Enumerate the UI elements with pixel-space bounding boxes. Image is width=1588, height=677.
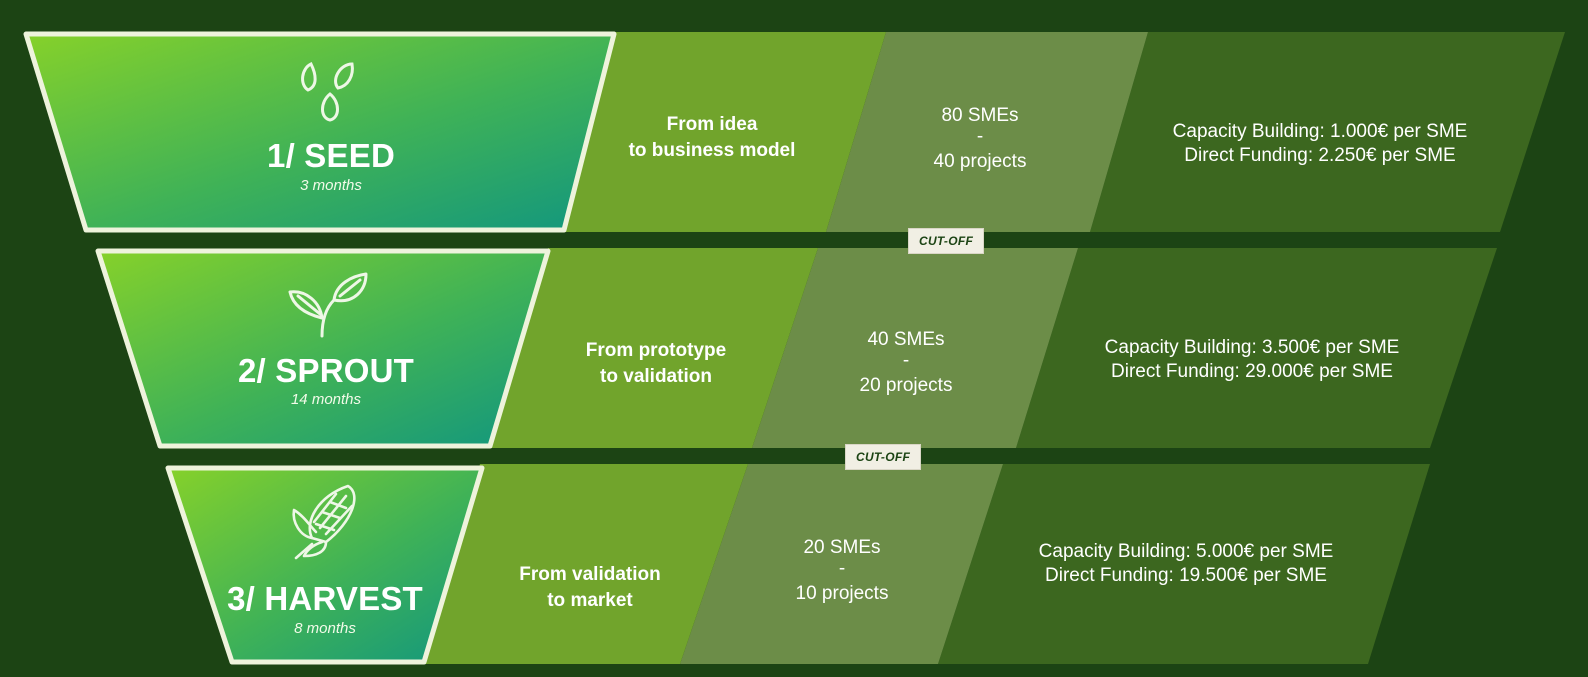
cutoff-label: CUT-OFF	[845, 444, 922, 470]
sme-count: 40 SMEs	[867, 329, 945, 350]
direct-funding: Direct Funding: 19.500€ per SME	[1045, 565, 1327, 586]
stage-funding: Capacity Building: 3.500€ per SME Direct…	[1052, 336, 1452, 384]
cutoff-label: CUT-OFF	[908, 228, 985, 254]
stage-title: 1/ SEED	[267, 137, 395, 174]
seed-funding-band	[1090, 32, 1565, 232]
stage-funding: Capacity Building: 1.000€ per SME Direct…	[1120, 120, 1520, 168]
harvest-counts-band	[680, 464, 1003, 664]
capacity-building: Capacity Building: 3.500€ per SME	[1104, 337, 1400, 358]
stage-description: From validation to market	[490, 562, 690, 614]
sprout-funding-band	[1016, 248, 1497, 448]
description-line-2: to market	[547, 590, 633, 611]
corn-icon	[292, 484, 356, 560]
harvest-funnel-segment	[165, 465, 485, 665]
direct-funding: Direct Funding: 2.250€ per SME	[1184, 145, 1456, 166]
stage-title: 2/ SPROUT	[237, 352, 414, 389]
count-separator: -	[976, 126, 984, 147]
seeds-icon	[301, 62, 354, 122]
description-line-2: to business model	[628, 140, 796, 161]
seed-description-band	[560, 32, 886, 232]
project-count: 40 projects	[933, 151, 1027, 172]
sprout-icon	[288, 272, 368, 338]
harvest-description-band	[418, 464, 748, 664]
stage-duration: 3 months	[300, 177, 362, 194]
stage-counts: 80 SMEs - 40 projects	[900, 104, 1060, 174]
seed-funnel-segment	[23, 31, 617, 233]
direct-funding: Direct Funding: 29.000€ per SME	[1111, 361, 1393, 382]
stage-duration: 14 months	[290, 391, 362, 408]
description-line-2: to validation	[600, 366, 712, 387]
stage-counts: 20 SMEs - 10 projects	[762, 536, 922, 606]
sprout-description-band	[490, 248, 818, 448]
stage-description: From prototype to validation	[556, 338, 756, 390]
sme-count: 80 SMEs	[941, 105, 1019, 126]
sprout-funnel-segment	[95, 248, 551, 449]
stage-description: From idea to business model	[612, 112, 812, 164]
count-separator: -	[838, 558, 846, 579]
stage-duration: 8 months	[294, 620, 356, 637]
description-line-1: From validation	[519, 564, 661, 585]
harvest-funding-band	[938, 464, 1430, 664]
count-separator: -	[902, 350, 910, 371]
capacity-building: Capacity Building: 5.000€ per SME	[1038, 541, 1334, 562]
stage-counts: 40 SMEs - 20 projects	[826, 328, 986, 398]
stage-funding: Capacity Building: 5.000€ per SME Direct…	[986, 540, 1386, 588]
capacity-building: Capacity Building: 1.000€ per SME	[1172, 121, 1468, 142]
description-line-1: From prototype	[585, 340, 727, 361]
sprout-counts-band	[752, 248, 1078, 448]
sme-count: 20 SMEs	[803, 537, 881, 558]
seed-counts-band	[826, 32, 1148, 232]
project-count: 10 projects	[795, 583, 889, 604]
project-count: 20 projects	[859, 375, 953, 396]
stage-title: 3/ HARVEST	[227, 580, 423, 617]
description-line-1: From idea	[666, 114, 758, 135]
